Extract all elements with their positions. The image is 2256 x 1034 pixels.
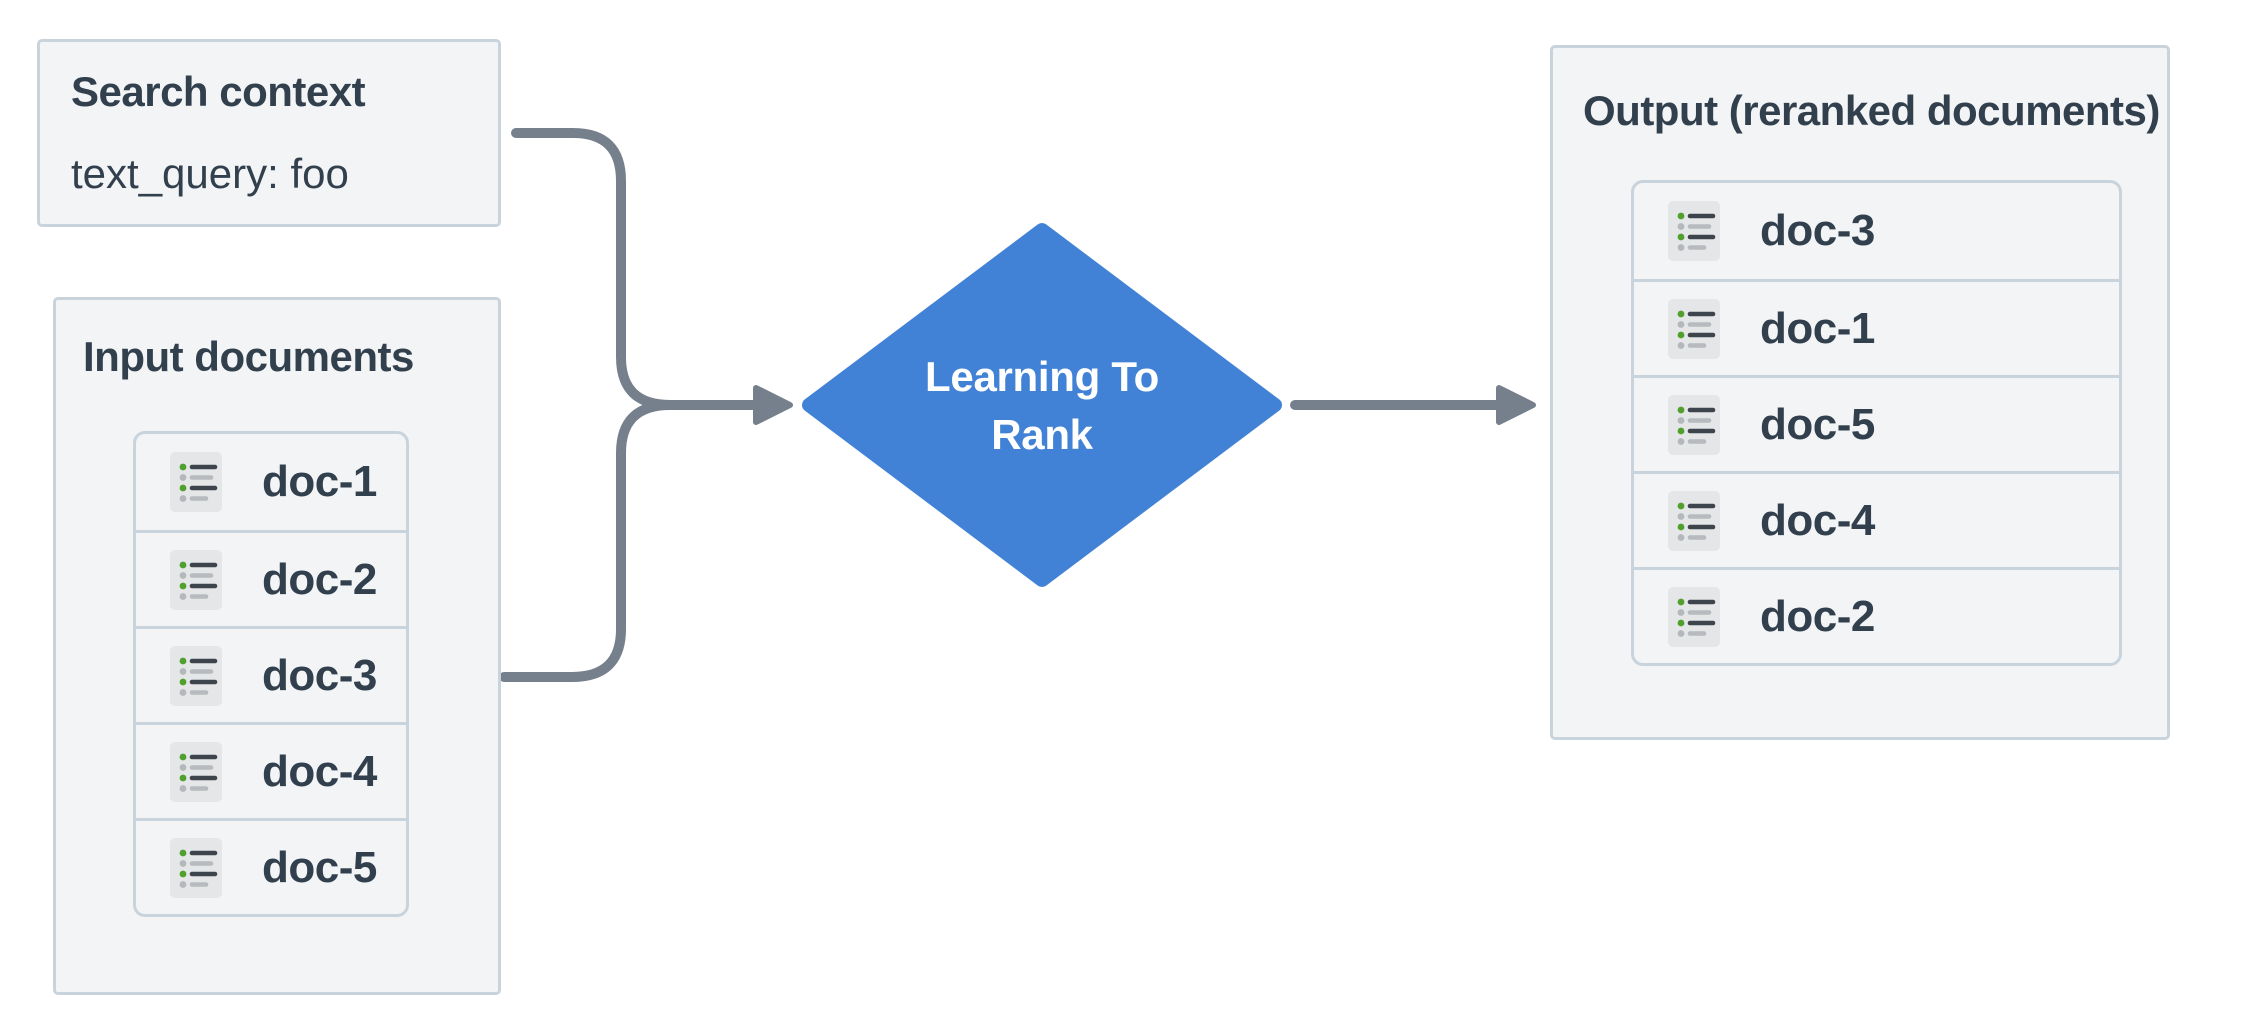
document-label: doc-3 [262, 650, 377, 700]
document-label: doc-4 [1760, 495, 1875, 545]
document-label: doc-1 [1760, 303, 1875, 353]
document-list-item: doc-3 [136, 626, 406, 722]
document-list-item: doc-1 [1634, 279, 2119, 375]
learning-to-rank-label-line2: Rank [991, 411, 1093, 458]
merge-connector-top [511, 128, 675, 410]
document-list-item: doc-3 [1634, 183, 2119, 279]
input-documents-title: Input documents [83, 333, 414, 380]
search-context-title: Search context [71, 68, 366, 115]
merge-connector-bottom [499, 400, 675, 682]
search-query-text: text_query: foo [71, 150, 349, 197]
output-document-list: doc-3 doc-1 [1631, 180, 2122, 666]
document-list-icon [1668, 394, 1720, 455]
document-label: doc-4 [262, 746, 377, 796]
output-box: Output (reranked documents) [1550, 45, 2170, 740]
learning-to-rank-diamond [802, 223, 1282, 587]
document-list-icon [1668, 201, 1720, 261]
document-list-icon [170, 741, 222, 802]
document-list-icon [170, 645, 222, 706]
document-list-icon [1668, 586, 1720, 647]
document-list-icon [1668, 490, 1720, 551]
document-list-item: doc-5 [1634, 375, 2119, 471]
document-label: doc-5 [1760, 399, 1875, 449]
document-label: doc-2 [1760, 591, 1875, 641]
document-list-icon [1668, 298, 1720, 359]
merge-arrowhead-icon [753, 385, 793, 425]
input-document-list: doc-1 doc-2 [133, 431, 409, 917]
input-documents-box: Input documents doc-1 [53, 297, 501, 995]
learning-to-rank-label: Learning To Rank [882, 340, 1202, 472]
document-list-icon [170, 837, 222, 898]
document-list-icon [170, 549, 222, 610]
document-list-item: doc-4 [136, 722, 406, 818]
learning-to-rank-label-line1: Learning To [925, 353, 1159, 400]
output-title: Output (reranked documents) [1583, 87, 2160, 134]
document-list-item: doc-2 [1634, 567, 2119, 663]
document-label: doc-2 [262, 554, 377, 604]
search-context-box: Search context text_query: foo [37, 39, 501, 227]
document-list-item: doc-5 [136, 818, 406, 914]
document-label: doc-1 [262, 457, 377, 506]
document-list-item: doc-4 [1634, 471, 2119, 567]
document-list-icon [170, 452, 222, 512]
document-list-item: doc-2 [136, 530, 406, 626]
document-label: doc-5 [262, 842, 377, 892]
document-label: doc-3 [1760, 206, 1875, 255]
output-arrowhead-icon [1496, 385, 1536, 425]
document-list-item: doc-1 [136, 434, 406, 530]
